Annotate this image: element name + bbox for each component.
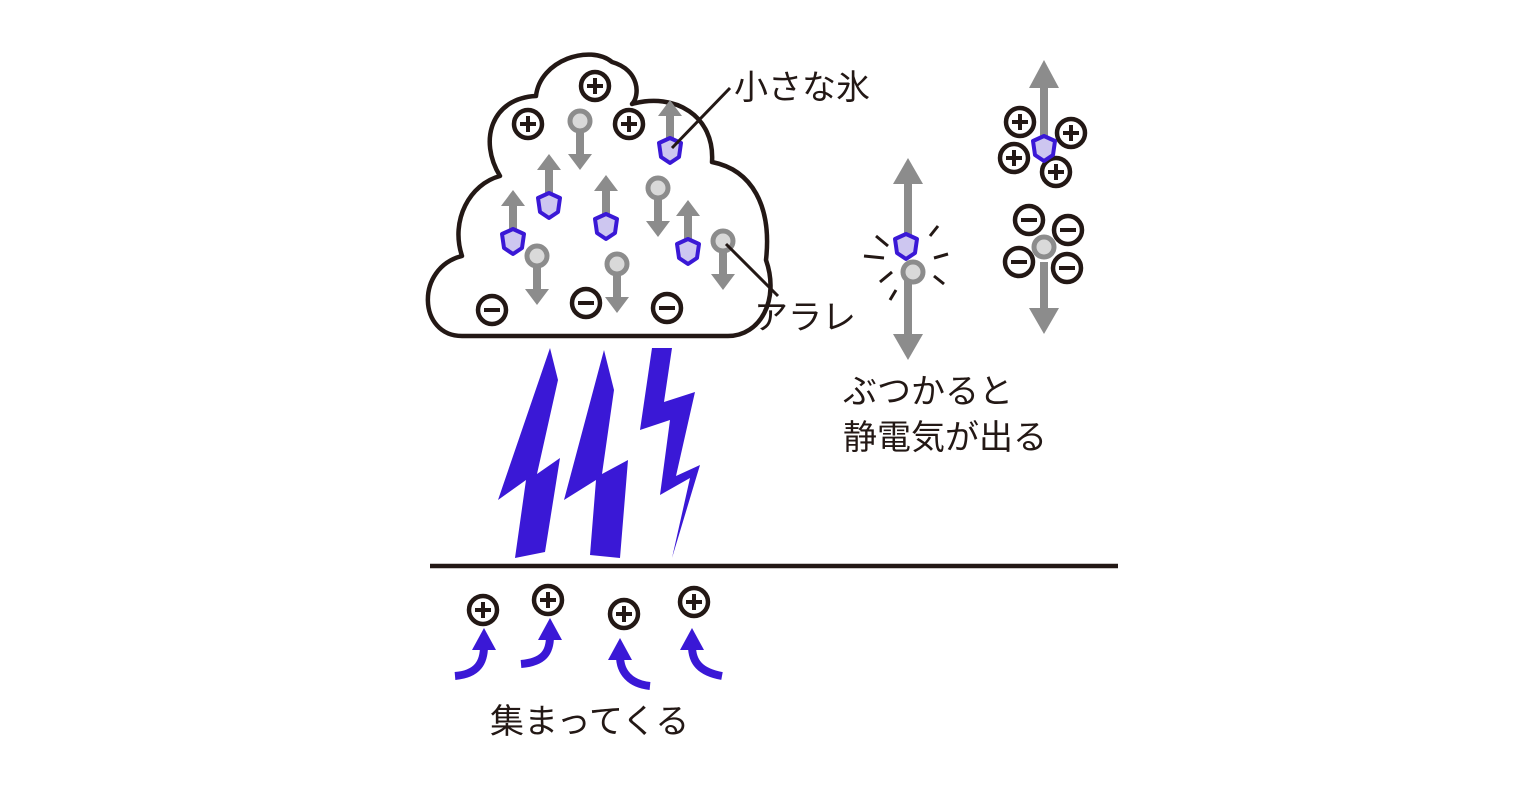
positive-charge-icon xyxy=(514,110,542,138)
lightning-bolt-2 xyxy=(564,350,628,558)
hail-leader-line xyxy=(724,242,780,298)
negative-charge-icon xyxy=(572,289,600,317)
lightning-bolt-1 xyxy=(498,348,560,558)
gather-arrows xyxy=(454,635,723,690)
hail-label: アラレ xyxy=(754,298,856,338)
negative-charge-icon xyxy=(653,294,681,322)
collision-label-line1: ぶつかると xyxy=(843,372,1013,412)
collision-label-line2: 静電気が出る xyxy=(843,418,1047,458)
ground-positive-charge-icon xyxy=(469,596,497,624)
collision-illustration xyxy=(863,158,949,360)
positive-charge-icon xyxy=(581,72,609,100)
lightning-bolt-3 xyxy=(640,348,700,558)
ground-positive-charge-icon xyxy=(680,588,708,616)
small-ice-label: 小さな氷 xyxy=(734,68,870,108)
gather-label: 集まってくる xyxy=(490,702,690,742)
small-ice-leader-line xyxy=(670,86,732,150)
charge-separation-illustration xyxy=(1000,60,1085,334)
negative-charge-icon xyxy=(478,296,506,324)
ground-positive-charge-icon xyxy=(610,600,638,628)
ground-positive-charge-icon xyxy=(534,586,562,614)
positive-charge-icon xyxy=(615,110,643,138)
